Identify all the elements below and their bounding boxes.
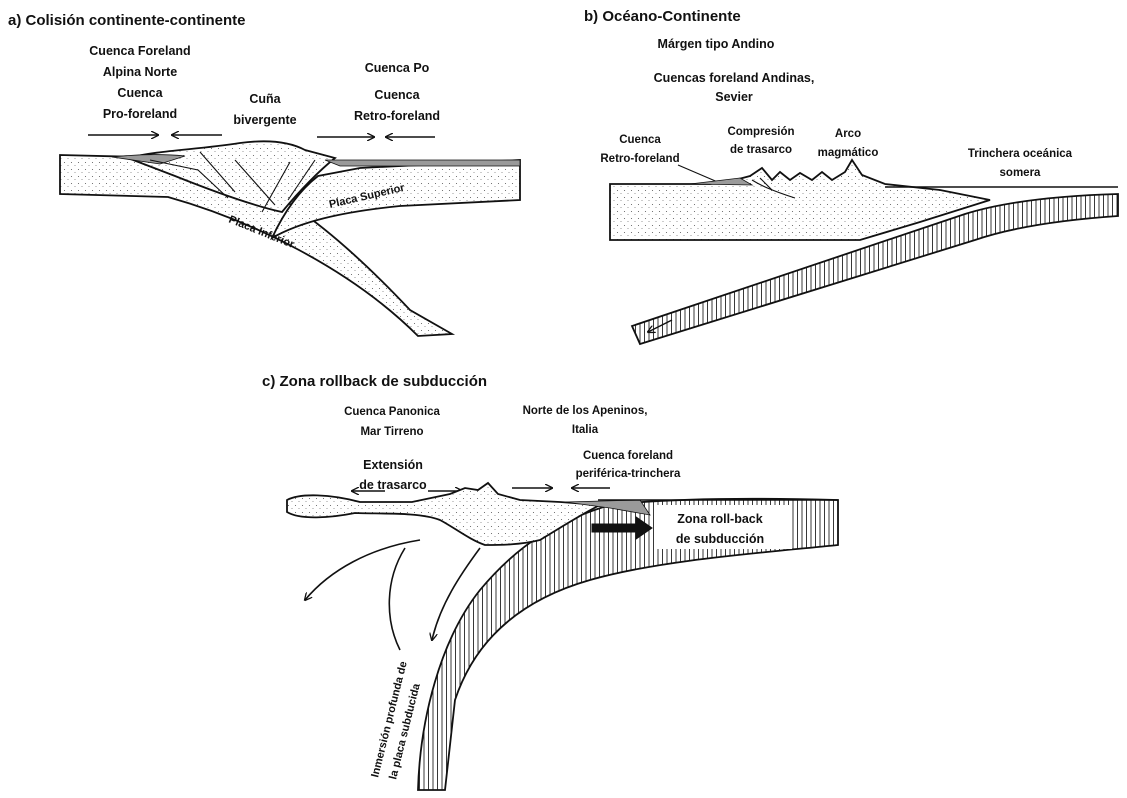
leader-retro-foreland [678,165,720,183]
label-ocean-trench-2: somera [1000,167,1042,179]
label-b-retro-2: Retro-foreland [600,153,679,165]
label-apennines-2: Italia [572,424,599,436]
panel-c-title: c) Zona rollback de subducción [262,373,487,390]
label-pannonian-1: Cuenca Panonica [344,406,440,418]
panel-b-title: b) Océano-Continente [584,8,741,25]
label-andean-foreland-1: Cuencas foreland Andinas, [654,71,815,85]
label-backarc-compression-1: Compresión [727,126,794,138]
label-pannonian-2: Mar Tirreno [360,426,423,438]
panel-a-collision: a) Colisión continente-continente Cuenca… [8,12,520,336]
label-peripheral-foreland-2: periférica-trinchera [576,468,681,480]
label-foreland-north-2: Alpina Norte [103,65,177,79]
label-retro-foreland-1: Cuenca [374,88,420,102]
panel-a-title: a) Colisión continente-continente [8,12,246,29]
label-rollback-1: Zona roll-back [677,512,762,526]
label-wedge-1: Cuña [249,92,281,106]
label-andean-foreland-2: Sevier [715,90,753,104]
label-po-basin: Cuenca Po [365,61,430,75]
label-rollback-2: de subducción [676,532,764,546]
label-magmatic-arc-2: magmático [818,147,879,159]
label-apennines-1: Norte de los Apeninos, [523,405,648,417]
panel-b-ocean-continent: b) Océano-Continente Márgen tipo Andino … [584,8,1118,344]
label-backarc-compression-2: de trasarco [730,144,792,156]
label-pro-foreland-2: Pro-foreland [103,107,177,121]
retro-foreland-basin [325,160,520,166]
mantle-flow-left-inner [389,548,405,650]
label-foreland-north-1: Cuenca Foreland [89,44,190,58]
label-magmatic-arc-1: Arco [835,128,861,140]
label-wedge-2: bivergente [233,113,296,127]
label-pro-foreland-1: Cuenca [117,86,163,100]
label-b-retro-1: Cuenca [619,134,661,146]
mantle-flow-left [305,540,420,600]
label-backarc-extension-2: de trasarco [359,478,427,492]
label-ocean-trench-1: Trinchera oceánica [968,148,1073,160]
label-backarc-extension-1: Extensión [363,458,423,472]
panel-b-subtitle: Márgen tipo Andino [658,37,775,51]
label-peripheral-foreland-1: Cuenca foreland [583,450,673,462]
panel-c-rollback: c) Zona rollback de subducción Cuenca Pa… [262,373,838,790]
label-retro-foreland-2: Retro-foreland [354,109,440,123]
